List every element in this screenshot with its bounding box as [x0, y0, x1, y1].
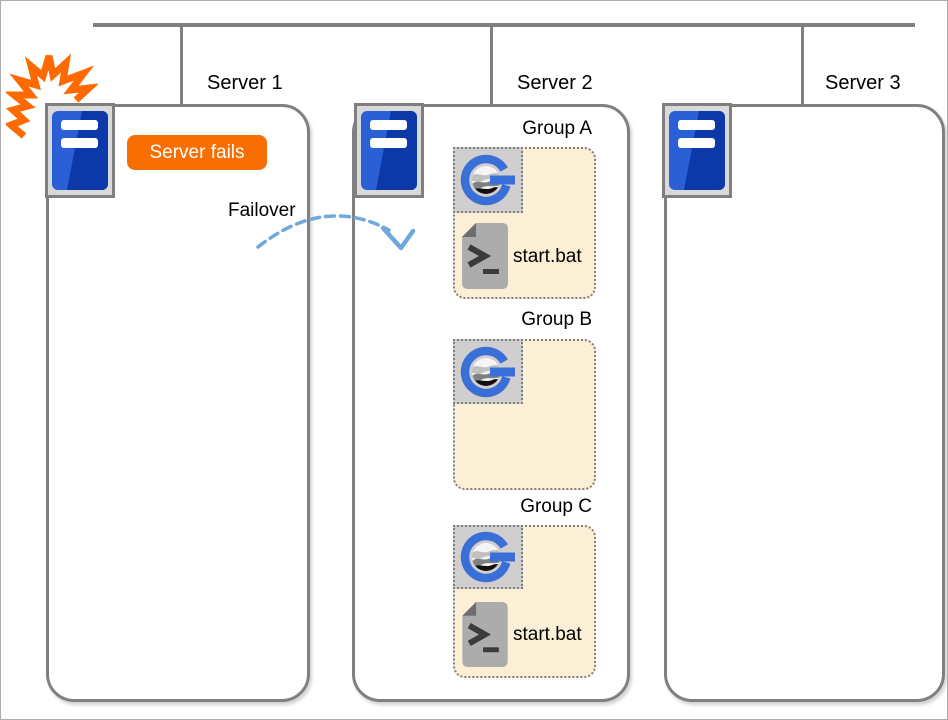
- network-drop-line-server1: [180, 25, 183, 105]
- group-b-label: Group B: [521, 309, 592, 330]
- server2-label: Server 2: [517, 72, 593, 94]
- failure-spark-icon: [6, 53, 98, 139]
- gateway-logo-icon: [453, 339, 523, 404]
- group-c-label: Group C: [520, 496, 592, 517]
- gateway-logo-icon: [453, 525, 523, 589]
- failover-label: Failover: [228, 200, 296, 221]
- server-tower-icon: [662, 103, 732, 198]
- server3-label: Server 3: [825, 72, 901, 94]
- server1-label: Server 1: [207, 72, 283, 94]
- network-trunk-line: [93, 23, 915, 27]
- script-filename: start.bat: [513, 624, 582, 645]
- gateway-logo-icon: [453, 147, 523, 213]
- network-drop-line-server2: [490, 25, 493, 105]
- server3-box: [664, 104, 945, 702]
- failover-arrow-icon: [256, 214, 416, 251]
- batch-script-icon: [462, 223, 508, 289]
- group-a-label: Group A: [522, 118, 592, 139]
- server-tower-icon: [45, 103, 115, 198]
- batch-script-icon: [462, 602, 508, 667]
- server-tower-icon: [354, 103, 424, 198]
- network-drop-line-server3: [801, 25, 804, 105]
- script-filename: start.bat: [513, 246, 582, 267]
- server1-box: [46, 104, 310, 702]
- server-fails-badge: Server fails: [127, 135, 267, 170]
